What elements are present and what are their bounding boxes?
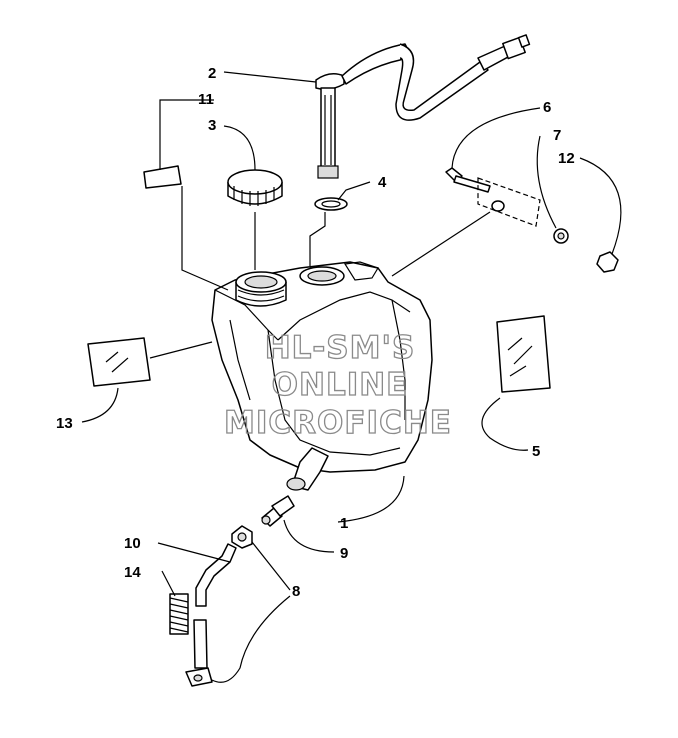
spring bbox=[169, 593, 189, 635]
decal-13 bbox=[87, 337, 151, 387]
callout-4: 4 bbox=[378, 174, 387, 191]
watermark-line-3: MICROFICHE bbox=[224, 405, 452, 441]
callout-labels: 2 11 3 4 6 7 12 13 5 1 9 10 14 8 bbox=[56, 65, 575, 600]
filler-cap bbox=[227, 169, 283, 206]
hose bbox=[193, 543, 237, 669]
fitting bbox=[261, 495, 295, 527]
callout-13: 13 bbox=[56, 415, 73, 432]
callout-10: 10 bbox=[124, 535, 141, 552]
watermark-line-2: ONLINE bbox=[272, 367, 409, 403]
callout-1: 1 bbox=[340, 515, 348, 532]
decal-11 bbox=[143, 165, 182, 189]
callout-8: 8 bbox=[292, 583, 300, 600]
oil-tank bbox=[211, 261, 433, 491]
watermark: HL-SM'S ONLINE MICROFICHE bbox=[223, 329, 452, 441]
level-sender bbox=[315, 34, 531, 179]
callout-2: 2 bbox=[208, 65, 216, 82]
callout-12: 12 bbox=[558, 150, 575, 167]
watermark-line-1: HL-SM'S bbox=[265, 330, 416, 366]
callout-6: 6 bbox=[543, 99, 551, 116]
mounting-hardware bbox=[445, 167, 619, 273]
callout-14: 14 bbox=[124, 564, 141, 581]
callout-3: 3 bbox=[208, 117, 216, 134]
leader-lines bbox=[81, 71, 622, 683]
callout-7: 7 bbox=[553, 127, 561, 144]
callout-5: 5 bbox=[532, 443, 540, 460]
gasket bbox=[314, 197, 348, 211]
clamp-upper bbox=[231, 525, 253, 549]
decal-5 bbox=[496, 315, 551, 393]
callout-9: 9 bbox=[340, 545, 348, 562]
callout-11: 11 bbox=[198, 91, 214, 108]
clamp-lower bbox=[185, 667, 213, 687]
